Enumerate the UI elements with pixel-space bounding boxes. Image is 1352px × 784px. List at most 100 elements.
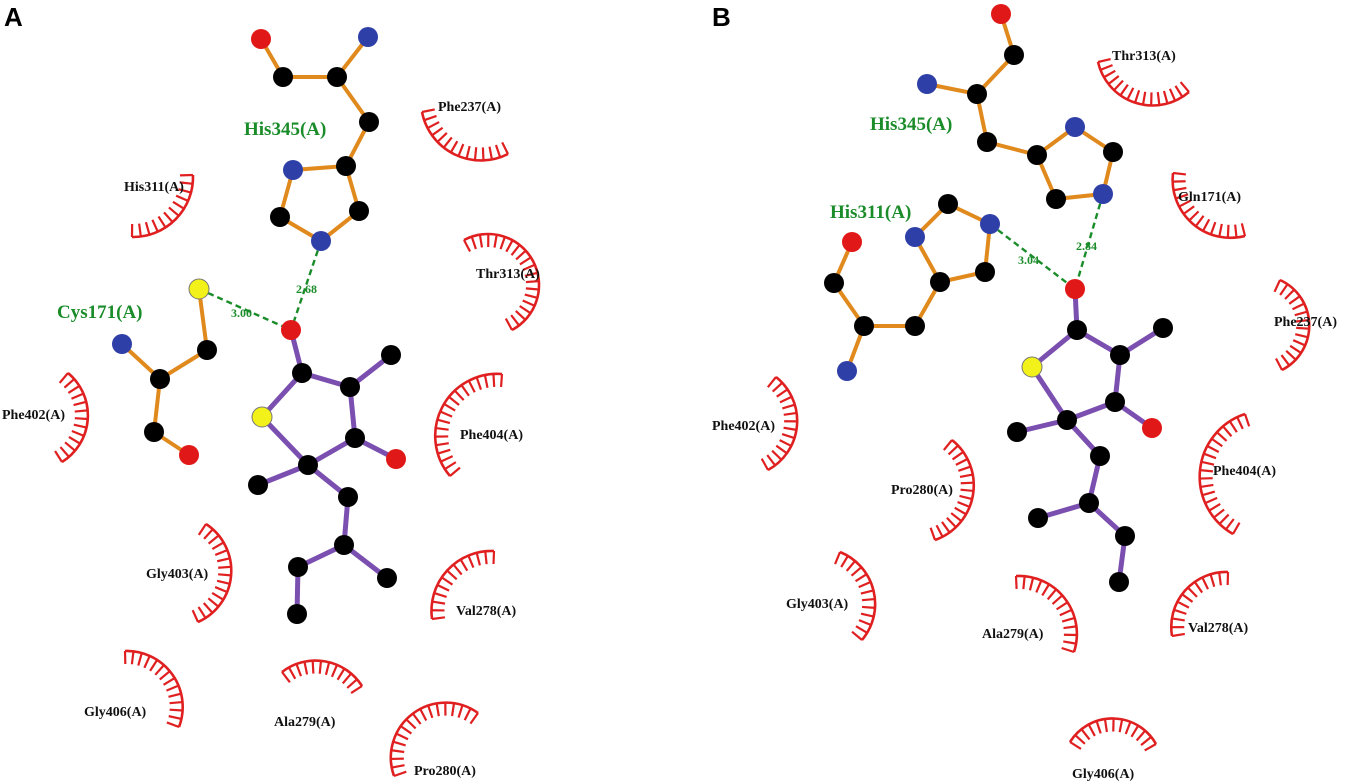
arc-tick: [1172, 171, 1187, 176]
atom-n: [311, 231, 331, 251]
arc-ticks: [123, 650, 183, 729]
hbond-residue-label: His311(A): [830, 202, 911, 223]
arc-tick: [519, 256, 532, 266]
arc-tick: [1208, 502, 1221, 512]
arc-tick: [175, 194, 189, 202]
atom-c: [248, 475, 268, 495]
arc-tick: [1200, 483, 1214, 489]
atom-c: [288, 557, 308, 577]
atom-c: [273, 67, 293, 87]
arc-tick: [154, 664, 165, 676]
arc-tick: [1055, 601, 1069, 611]
arc-tick: [431, 616, 446, 621]
arc-ticks: [435, 373, 504, 477]
residue-label: Phe237(A): [1274, 315, 1337, 330]
arc-ticks: [1097, 57, 1190, 106]
arc-tick: [346, 678, 358, 689]
arc-tick: [783, 411, 797, 416]
arc-tick: [216, 557, 231, 563]
arc-tick: [851, 630, 863, 641]
arc-tick: [330, 664, 339, 678]
arc-tick: [1218, 513, 1230, 525]
arc-tick: [951, 451, 964, 461]
arc-tick: [1178, 199, 1192, 208]
residue-label: Gly403(A): [786, 597, 849, 612]
atom-c: [1110, 345, 1130, 365]
atom-c: [1027, 145, 1047, 165]
residue-label: Pro280(A): [414, 764, 476, 779]
residue-label: Ala279(A): [982, 627, 1044, 642]
arc-tick: [1288, 295, 1301, 305]
arc-tick: [1126, 87, 1135, 101]
arc-tick: [1292, 339, 1306, 347]
arc-tick: [1174, 85, 1184, 98]
arc-tick: [197, 523, 207, 536]
arc-tick: [437, 418, 451, 425]
arc-tick: [854, 573, 868, 583]
arc-tick: [858, 619, 872, 626]
arc-tick: [172, 200, 185, 210]
arc-tick: [440, 455, 454, 463]
arc-tick: [281, 671, 291, 683]
arc-tick: [782, 403, 796, 410]
arc-tick: [336, 668, 346, 681]
arc-tick: [519, 305, 532, 315]
atom-o: [386, 449, 406, 469]
residue-label: Phe402(A): [712, 419, 775, 434]
arc-tick: [860, 589, 874, 595]
arc-tick: [1171, 617, 1185, 622]
arc-tick: [1273, 279, 1281, 293]
arc-tick: [771, 449, 783, 461]
arc-tick: [1162, 90, 1169, 104]
panel-b: His345(A) His311(A) 3.04 2.84 Thr313(A) …: [712, 4, 1337, 782]
arc-tick: [311, 660, 315, 674]
arc-tick: [324, 661, 331, 676]
arc-tick: [295, 663, 303, 677]
atom-c: [150, 369, 170, 389]
arc-tick: [1179, 81, 1190, 93]
atom-c: [1103, 142, 1123, 162]
arc-tick: [473, 147, 478, 161]
his345-residue-b: [925, 12, 1115, 201]
arc-tick: [1130, 725, 1140, 738]
arc-tick: [510, 314, 520, 327]
arc-tick: [214, 549, 228, 556]
atom-c: [270, 207, 290, 227]
arc-tick: [767, 376, 777, 388]
arc-tick: [67, 385, 80, 394]
arc-tick: [1199, 469, 1214, 473]
arc-ticks: [421, 108, 509, 161]
arc-tick: [522, 299, 536, 307]
arc-tick: [341, 672, 352, 685]
arc-tick: [449, 466, 461, 477]
arc-tick: [405, 718, 417, 730]
arc-tick: [771, 381, 783, 393]
arc-tick: [467, 555, 475, 568]
arc-tick: [781, 433, 795, 440]
atom-c: [938, 194, 958, 214]
atom-s: [188, 278, 210, 300]
arc-tick: [484, 551, 488, 565]
arc-tick: [1061, 646, 1075, 654]
residue-label: His311(A): [124, 180, 184, 195]
arc-tick: [166, 721, 180, 729]
arc-tick: [501, 141, 509, 155]
hydrophobic-arcs-a: [54, 108, 541, 778]
residue-label: Gly406(A): [84, 705, 147, 720]
arc-tick: [74, 417, 88, 421]
residue-label: Phe404(A): [1213, 464, 1276, 479]
arc-tick: [850, 566, 863, 577]
arc-tick: [1171, 632, 1186, 638]
atom-c: [1153, 318, 1173, 338]
arc-tick: [845, 560, 856, 572]
arc-tick: [858, 581, 872, 589]
arc-ticks: [130, 173, 194, 238]
arc-tick: [1209, 573, 1216, 588]
arc-ticks: [929, 439, 974, 541]
arc-tick: [392, 740, 406, 747]
arc-tick: [959, 494, 973, 501]
distance-label: 2.84: [1076, 239, 1097, 253]
arc-tick: [488, 146, 493, 160]
atom-c: [967, 84, 987, 104]
